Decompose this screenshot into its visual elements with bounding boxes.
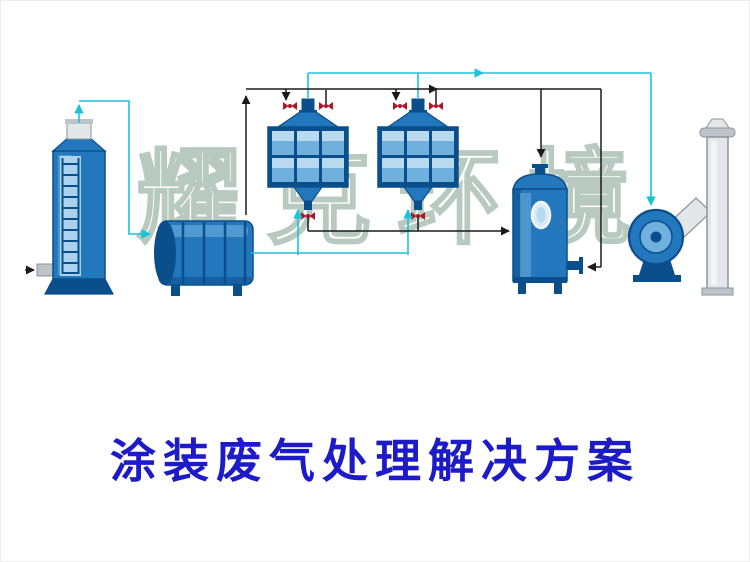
scrubber-tower xyxy=(36,119,114,295)
exhaust-stack xyxy=(699,118,736,296)
auxiliary-flow-lines xyxy=(25,84,602,275)
box-shadow xyxy=(161,277,251,284)
stack-body xyxy=(706,136,729,290)
tank-leg-left xyxy=(518,283,526,294)
flow-line xyxy=(79,100,151,239)
adsorption-unit-2 xyxy=(378,99,458,220)
tank-side-pipe xyxy=(567,261,579,270)
fan-foot xyxy=(633,275,681,282)
box-section-dividers xyxy=(181,222,247,284)
diagram-title: 涂装废气处理解决方案 xyxy=(110,434,640,488)
horizontal-treatment-box xyxy=(154,220,254,296)
box-leg-right xyxy=(233,284,242,296)
tank-top-stub xyxy=(535,166,545,176)
tower-inlet-pipe xyxy=(36,263,54,277)
tower-cap xyxy=(66,121,92,140)
tank-top-flange xyxy=(532,164,548,168)
sight-window-inner xyxy=(536,207,546,223)
fan-hub xyxy=(650,231,662,243)
tank-sheen xyxy=(520,193,531,277)
tank-leg-right xyxy=(554,283,562,294)
tower-ladder xyxy=(60,156,81,276)
tank-side-flange xyxy=(579,257,583,274)
tank-edge-shade xyxy=(513,189,521,281)
rain-cap-disc xyxy=(699,127,736,138)
tower-base-flare xyxy=(44,278,114,295)
box-end-cap xyxy=(154,221,176,285)
adsorption-unit-1 xyxy=(268,99,348,220)
tank-bottom-band xyxy=(513,277,567,283)
stack-base xyxy=(701,287,734,296)
stack-sheen xyxy=(711,141,717,285)
gas-flow-lines xyxy=(74,68,656,255)
centrifugal-fan xyxy=(627,197,712,282)
box-sheen xyxy=(164,225,248,237)
box-leg-left xyxy=(171,284,180,296)
rain-cap-top xyxy=(705,118,730,129)
filter-tank xyxy=(512,164,583,294)
